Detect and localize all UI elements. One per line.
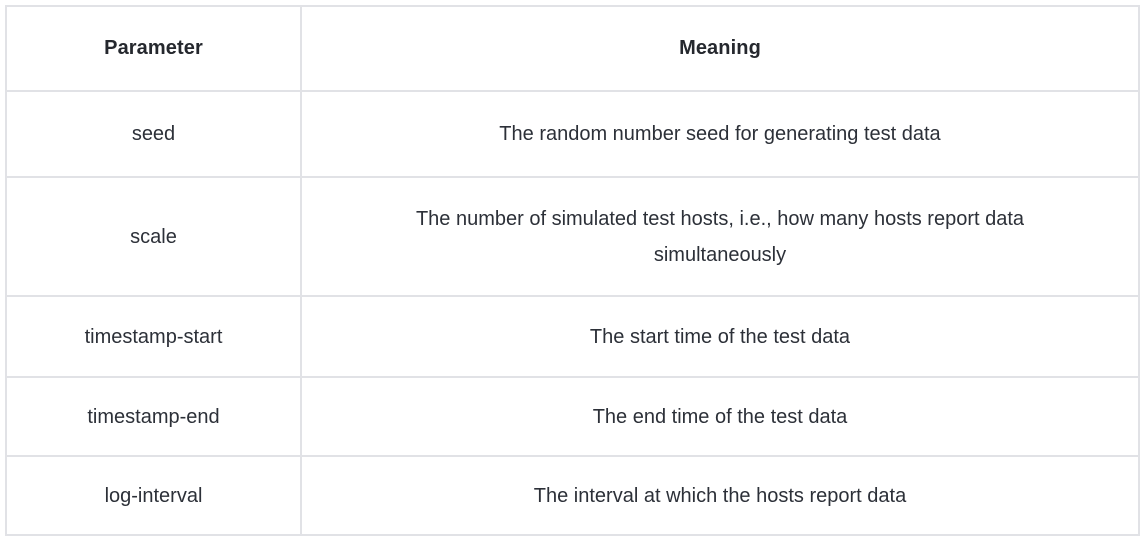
column-header-meaning: Meaning: [300, 5, 1140, 92]
table-row: scale The number of simulated test hosts…: [5, 176, 1140, 297]
cell-meaning-timestamp-end: The end time of the test data: [300, 376, 1140, 457]
cell-meaning-timestamp-start: The start time of the test data: [300, 295, 1140, 378]
table-row: log-interval The interval at which the h…: [5, 455, 1140, 536]
table-row: timestamp-start The start time of the te…: [5, 295, 1140, 378]
parameter-meaning-table: Parameter Meaning seed The random number…: [5, 5, 1140, 536]
column-header-parameter: Parameter: [5, 5, 302, 92]
cell-meaning-scale: The number of simulated test hosts, i.e.…: [300, 176, 1140, 297]
table-row: timestamp-end The end time of the test d…: [5, 376, 1140, 457]
cell-parameter-log-interval: log-interval: [5, 455, 302, 536]
cell-parameter-timestamp-start: timestamp-start: [5, 295, 302, 378]
cell-meaning-log-interval: The interval at which the hosts report d…: [300, 455, 1140, 536]
cell-parameter-scale: scale: [5, 176, 302, 297]
table-body: seed The random number seed for generati…: [5, 90, 1140, 536]
cell-parameter-timestamp-end: timestamp-end: [5, 376, 302, 457]
table-header-row: Parameter Meaning: [5, 5, 1140, 92]
cell-parameter-seed: seed: [5, 90, 302, 178]
table-header: Parameter Meaning: [5, 5, 1140, 92]
cell-meaning-seed: The random number seed for generating te…: [300, 90, 1140, 178]
table-row: seed The random number seed for generati…: [5, 90, 1140, 178]
